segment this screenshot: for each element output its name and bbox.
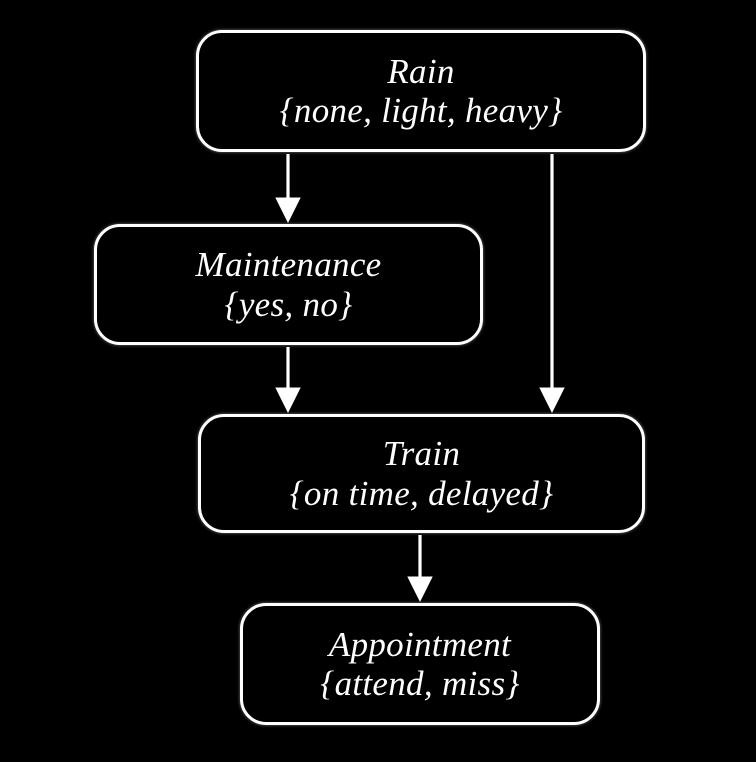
node-rain-label: Rain — [387, 51, 455, 91]
node-rain[interactable]: Rain {none, light, heavy} — [196, 30, 646, 152]
node-train-states: {on time, delayed} — [289, 473, 554, 513]
node-maintenance[interactable]: Maintenance {yes, no} — [94, 224, 483, 345]
node-train[interactable]: Train {on time, delayed} — [198, 414, 645, 533]
node-maintenance-states: {yes, no} — [224, 284, 353, 324]
node-appointment-states: {attend, miss} — [320, 664, 520, 703]
node-maintenance-label: Maintenance — [195, 245, 382, 285]
node-appointment[interactable]: Appointment {attend, miss} — [240, 603, 600, 725]
node-rain-states: {none, light, heavy} — [279, 91, 563, 130]
node-appointment-label: Appointment — [328, 624, 512, 664]
node-train-label: Train — [382, 434, 461, 474]
